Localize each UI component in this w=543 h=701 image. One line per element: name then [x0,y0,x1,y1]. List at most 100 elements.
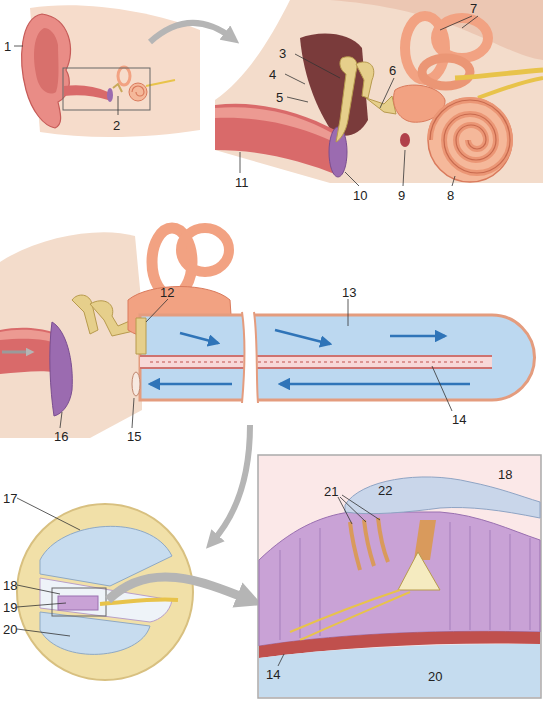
callout-number: 8 [447,189,454,202]
leader-line [278,654,284,666]
callout-number: 10 [353,189,367,202]
callout-number: 1 [4,40,11,53]
callout-number: 20 [3,623,17,636]
ear-detail-view [336,57,357,142]
organ-of-corti-view [280,522,530,640]
callout-number: 9 [398,189,405,202]
organ-of-corti-view [345,477,540,518]
leader-line [17,603,66,607]
callout-number: 2 [113,119,120,132]
leader-line [17,585,60,594]
callout-number: 16 [54,430,68,443]
uncoiled-cochlea [280,383,470,386]
outer-ear-view [132,86,144,96]
leader-line [287,97,308,102]
organ-of-corti-view [258,455,541,698]
uncoiled-cochlea [390,335,445,338]
outer-ear-view [63,68,150,110]
uncoiled-cochlea [140,315,535,400]
leader-line [118,96,119,115]
callout-number: 17 [3,492,17,505]
uncoiled-cochlea [132,372,140,396]
uncoiled-cochlea [150,383,232,386]
callout-number: 18 [498,468,512,481]
uncoiled-cochlea [72,295,98,334]
uncoiled-cochlea [242,312,258,403]
organ-of-corti-view [259,644,540,697]
cochlea-cross-section [52,588,106,616]
ear-detail-view [356,62,374,98]
uncoiled-cochlea [0,328,54,374]
callout-number: 19 [3,601,17,614]
uncoiled-cochlea [212,425,250,542]
leader-line [432,366,452,411]
ear-detail-view [215,107,334,142]
cochlea-cross-section [108,577,250,600]
ear-detail-view [436,18,488,58]
leader-line [14,46,23,47]
callout-number: 11 [235,176,249,189]
outer-ear-view [129,83,147,101]
ear-detail-view [400,133,410,147]
leader-line [403,150,405,186]
outer-ear-view [64,85,108,100]
leader-line [440,16,478,30]
uncoiled-cochlea [0,232,142,438]
ear-detail-view [215,0,543,183]
leader-line [17,498,80,530]
outer-ear-view [34,28,58,94]
ear-detail-view [455,70,543,78]
ear-detail-view [215,0,543,183]
uncoiled-cochlea [180,333,218,343]
uncoiled-cochlea [140,356,492,368]
callout-number: 22 [378,484,392,497]
uncoiled-cochlea [0,330,52,342]
leader-line [348,299,349,326]
callout-number: 3 [279,47,286,60]
leader-line [146,299,168,322]
callout-number: 13 [342,286,356,299]
uncoiled-cochlea [181,228,229,272]
cochlea-cross-section [40,612,150,654]
callout-number: 6 [389,64,396,77]
callout-number: 18 [3,579,17,592]
uncoiled-cochlea [140,355,492,369]
outer-ear-view [118,67,130,85]
cochlea-cross-section [17,504,250,680]
leader-line [295,54,340,78]
leader-line [60,412,62,428]
uncoiled-cochlea [50,322,72,416]
leader-line [380,78,394,108]
uncoiled-cochlea [136,318,146,354]
callout-number: 5 [276,91,283,104]
callout-number: 4 [269,68,276,81]
leader-line [17,629,70,636]
callout-number: 21 [324,485,338,498]
leader-line [285,74,305,84]
leader-line [132,398,134,428]
ear-detail-view [430,100,510,173]
ear-detail-view [478,78,543,98]
callout-number: 20 [428,670,442,683]
leader-line [345,172,359,186]
ear-detail-view [430,100,510,173]
leader-line [14,16,478,666]
uncoiled-cochlea [242,312,258,403]
organ-of-corti-view [259,512,540,646]
leader-line [452,176,455,186]
leader-line [338,495,380,524]
outer-ear-view [0,0,232,137]
organ-of-corti-view [350,518,388,570]
uncoiled-cochlea [150,362,486,363]
cochlea-cross-section [17,504,193,680]
callout-number: 7 [470,2,477,15]
outer-ear-view [107,88,113,102]
ear-detail-view [215,104,340,176]
organ-of-corti-view [398,552,440,590]
callout-number: 15 [127,430,141,443]
leader-line [240,152,241,173]
uncoiled-cochlea [2,351,30,354]
organ-of-corti-view [290,590,410,640]
callout-number: 14 [266,668,280,681]
